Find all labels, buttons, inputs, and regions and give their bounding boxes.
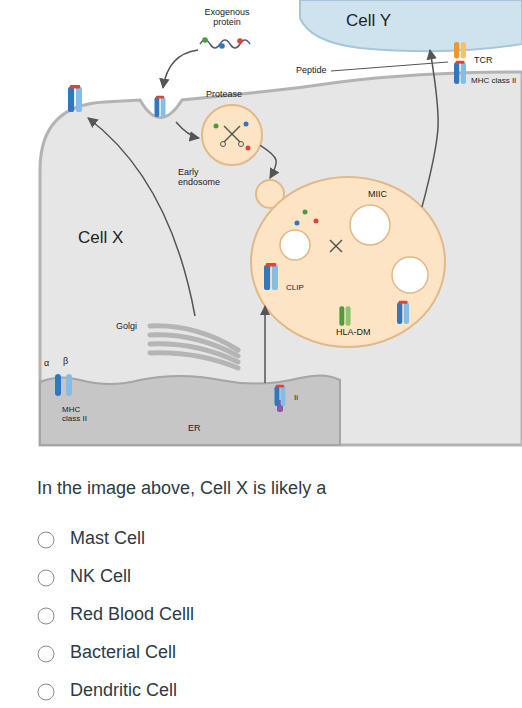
- peptide-fragments: [295, 221, 300, 226]
- node-label: Cell Y: [346, 12, 426, 31]
- er-chains: [55, 374, 61, 396]
- radio-button: [38, 570, 54, 586]
- answer-option: NK Cell: [70, 567, 370, 587]
- protein-label: Exogenous protein: [196, 8, 258, 28]
- mhc-molecule: [155, 96, 166, 117]
- miic-compartment-outline: [251, 177, 445, 347]
- node-label: Cell X: [78, 229, 158, 248]
- golgi-outline: [150, 353, 238, 368]
- node-label: CLIP: [286, 284, 316, 293]
- molecule-label: TCR: [474, 56, 504, 66]
- cell-x: Cell X ProteaseEarly endosomeMIIC CLIP HLA-…: [0, 55, 522, 445]
- molecule-label: Peptide: [296, 66, 332, 76]
- miic-compartment-outline: [248, 172, 448, 352]
- miic-compartment: MIIC CLIP HLA-DM: [248, 172, 448, 352]
- chain-label: α: [44, 359, 54, 369]
- cell-y: Cell Y: [300, 0, 522, 62]
- endoplasmic-reticulum-outline: [40, 372, 340, 445]
- radio-button: [38, 684, 54, 700]
- transport-arrow: [264, 306, 266, 383]
- radio-button: [38, 532, 54, 700]
- node-label: HLA-DM: [336, 328, 386, 338]
- early-endosome-outline: [202, 105, 262, 165]
- protease-icon: [214, 124, 219, 129]
- molecule-label: MHC class II: [471, 77, 521, 86]
- radio-button: [38, 532, 54, 548]
- answer-option: Mast Cell: [70, 529, 370, 549]
- chain-label: β: [63, 357, 73, 367]
- node-label: Early endosome: [178, 168, 224, 188]
- uptake-arrow: [163, 50, 198, 88]
- radio-button: [38, 608, 54, 624]
- miic-compartment-outline: [280, 230, 310, 260]
- node-label: ER: [188, 424, 212, 434]
- node-label: Protease: [206, 90, 256, 100]
- golgi: Golgi: [112, 318, 242, 374]
- endoplasmic-reticulum-outline: [40, 375, 340, 445]
- exogenous-protein: [237, 38, 243, 44]
- miic-compartment-outline: [350, 205, 390, 245]
- early-endosome: ProteaseEarly endosome: [176, 88, 272, 191]
- cell-x-outline: [40, 72, 522, 445]
- leader-line: [331, 62, 448, 71]
- answer-option: Red Blood Celll: [70, 605, 370, 625]
- miic-compartment-outline: [392, 257, 428, 293]
- exogenous-protein: [219, 43, 225, 49]
- node-label: Golgi: [116, 322, 148, 332]
- cell-x-outline: [0, 55, 522, 445]
- node-label: MIIC: [368, 190, 408, 200]
- answer-option: Dendritic Cell: [70, 681, 370, 701]
- endoplasmic-reticulum: MHC class II ER: [40, 372, 340, 445]
- peptide-fragments: [303, 210, 308, 215]
- question-text: In the image above, Cell X is likely a: [37, 479, 507, 499]
- protease-icon: [244, 122, 249, 127]
- radio-button: [38, 646, 54, 662]
- answer-option: Bacterial Cell: [70, 643, 370, 663]
- chain-label: Ii: [294, 394, 308, 403]
- peptide-fragments: [314, 219, 319, 224]
- cell-y-outline: [300, 0, 522, 62]
- node-label: MHC class II: [62, 406, 98, 424]
- er-chains: [66, 374, 72, 396]
- exogenous-protein: [200, 37, 250, 49]
- cell-y-outline: [300, 0, 522, 51]
- exogenous-protein: [202, 37, 208, 43]
- protease-icon: [246, 146, 251, 151]
